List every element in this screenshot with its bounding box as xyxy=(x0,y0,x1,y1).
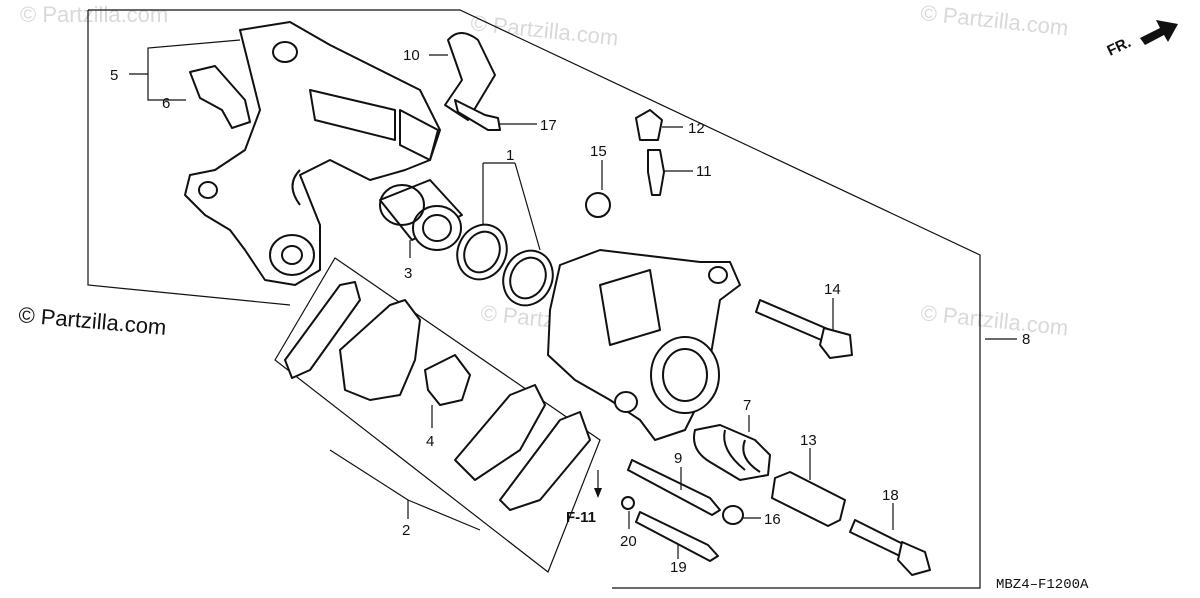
brake-pad-outer xyxy=(454,384,546,481)
watermark-top-right: © Partzilla.com xyxy=(919,0,1069,40)
front-label: FR. xyxy=(1105,34,1134,60)
callout-11: 11 xyxy=(696,163,712,180)
callout-20: 20 xyxy=(620,533,637,550)
callout-10: 10 xyxy=(403,47,420,64)
pin-boot xyxy=(693,424,771,481)
piston xyxy=(379,179,463,251)
pad-shim-outer xyxy=(284,281,361,379)
bleeder-cap xyxy=(635,109,663,141)
hose-clip xyxy=(444,32,496,121)
pad-pin-2 xyxy=(635,511,719,562)
pin-plug xyxy=(722,505,744,525)
pad-spring xyxy=(424,354,471,406)
front-arrow-icon xyxy=(1140,20,1178,45)
callout-4: 4 xyxy=(426,433,434,450)
assembly-boundary xyxy=(88,9,981,589)
diagram-code: MBZ4–F1200A xyxy=(996,577,1089,593)
watermark-main: © Partzilla.com xyxy=(18,302,168,340)
callout-18: 18 xyxy=(882,487,899,504)
brake-pad-inner xyxy=(339,299,421,401)
reference-arrow-icon xyxy=(594,488,602,498)
pin-clip xyxy=(621,496,635,510)
pad-set-box xyxy=(274,257,601,573)
caliper-body xyxy=(547,249,741,441)
callout-6: 6 xyxy=(162,95,170,112)
callout-14: 14 xyxy=(824,281,841,298)
callout-17: 17 xyxy=(540,117,557,134)
retainer-clip xyxy=(189,65,251,129)
nut xyxy=(585,192,611,218)
callout-2: 2 xyxy=(402,522,410,539)
pin-bolt xyxy=(755,299,853,359)
front-direction-indicator: FR. xyxy=(1105,20,1178,60)
pad-shim-inner xyxy=(499,411,591,511)
leader-lines xyxy=(129,39,1017,559)
callout-9: 9 xyxy=(674,450,682,467)
callout-19: 19 xyxy=(670,559,687,576)
mounting-bolt xyxy=(849,519,931,576)
watermark-top-left: © Partzilla.com xyxy=(20,2,168,27)
callout-15: 15 xyxy=(590,143,607,160)
pin-sleeve xyxy=(771,471,846,527)
bracket-group-box xyxy=(87,10,291,306)
callout-5: 5 xyxy=(110,67,118,84)
clip-bolt xyxy=(454,99,501,131)
watermark-top-center: © Partzilla.com xyxy=(469,10,619,50)
callout-16: 16 xyxy=(764,511,781,528)
callout-13: 13 xyxy=(800,432,817,449)
bleeder-valve xyxy=(647,149,665,196)
callout-1: 1 xyxy=(506,147,514,164)
pad-pin xyxy=(627,459,721,516)
reference-label: F-11 xyxy=(566,509,596,526)
caliper-bracket xyxy=(184,21,441,286)
callout-12: 12 xyxy=(688,120,705,137)
callout-7: 7 xyxy=(743,397,751,414)
piston-seals xyxy=(456,223,554,307)
watermark-right: © Partzilla.com xyxy=(919,300,1069,340)
callout-8: 8 xyxy=(1022,331,1030,348)
callout-3: 3 xyxy=(404,265,412,282)
